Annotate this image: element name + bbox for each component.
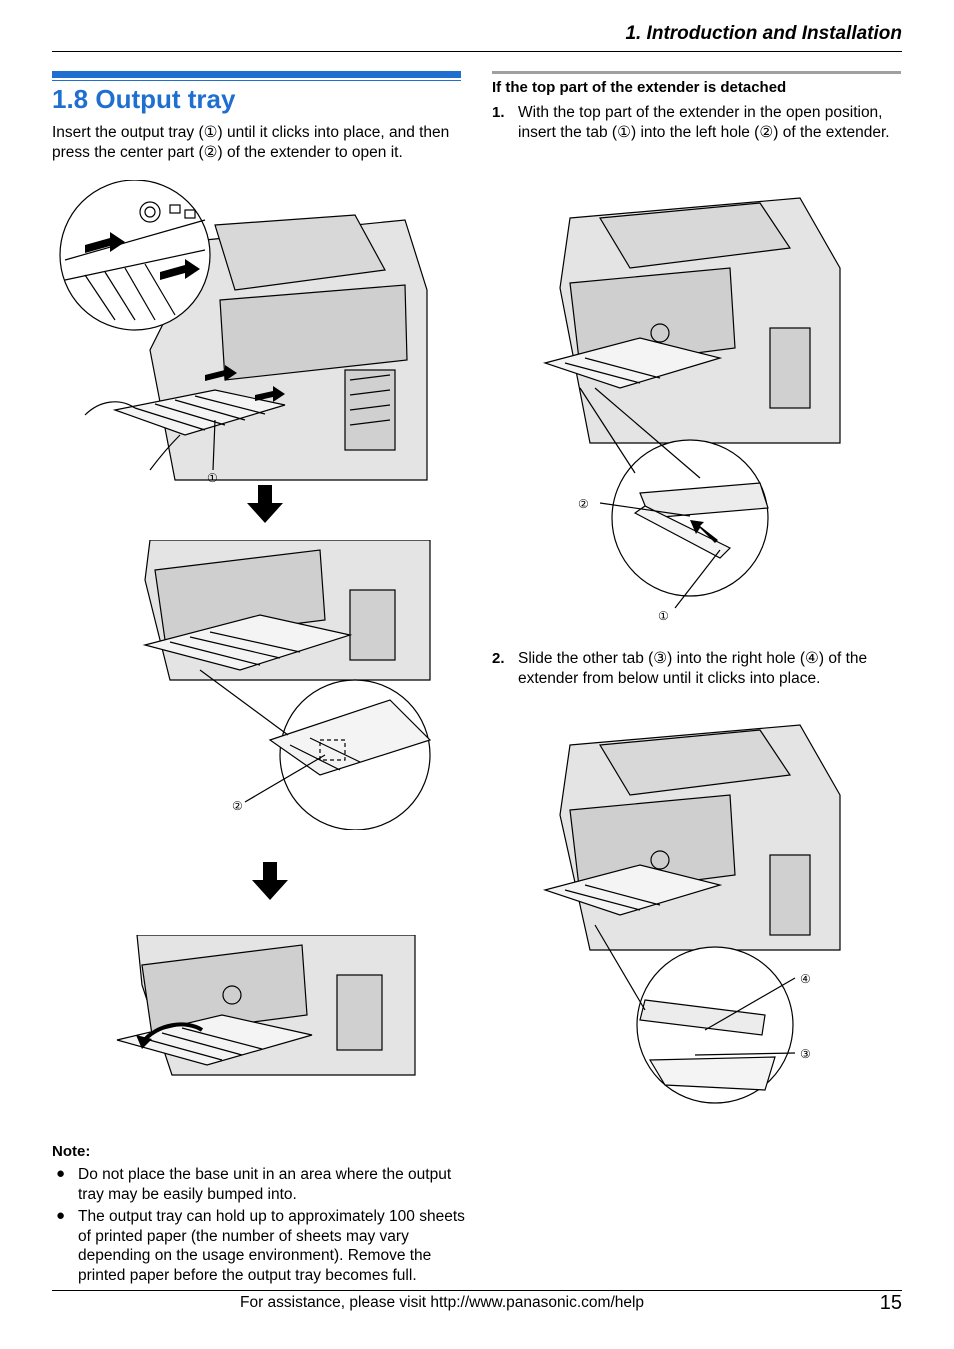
note-title: Note: <box>52 1143 91 1160</box>
fig1-callout-label: ① <box>207 471 218 485</box>
step-1-text: With the top part of the extender in the… <box>518 104 890 141</box>
page-number: 15 <box>879 1292 902 1314</box>
figure-step2: ④ ③ <box>542 724 841 1104</box>
fig4-callout-2: ② <box>578 497 589 511</box>
subsection-title: If the top part of the extender is detac… <box>492 79 787 96</box>
section-underline <box>52 80 461 81</box>
fig4-callout-1: ① <box>658 609 669 623</box>
figure-step1: ② ① <box>542 197 841 623</box>
section-intro: Insert the output tray (①) until it clic… <box>52 124 450 161</box>
step-2-text: Slide the other tab (③) into the right h… <box>518 650 868 687</box>
chapter-title: 1. Introduction and Installation <box>625 23 902 44</box>
footer-help-text: For assistance, please visit http://www.… <box>240 1294 645 1311</box>
down-arrow-icon <box>247 485 283 523</box>
section-bar <box>52 71 461 78</box>
step-2-number: 2. <box>492 650 505 667</box>
down-arrow-icon <box>252 862 288 900</box>
header-rule <box>52 51 902 52</box>
figure-insert-tray: ① <box>59 180 428 485</box>
subsection-rule <box>492 71 901 74</box>
footer-rule <box>52 1290 902 1291</box>
figure-tray-extended <box>116 935 416 1076</box>
fig5-callout-3: ③ <box>800 1047 811 1061</box>
note-item-2: The output tray can hold up to approxima… <box>78 1208 465 1284</box>
fig2-callout-label: ② <box>232 799 243 813</box>
note-item-1: Do not place the base unit in an area wh… <box>78 1166 452 1203</box>
section-title: 1.8 Output tray <box>52 84 236 114</box>
bullet-icon: ● <box>56 1165 66 1182</box>
bullet-icon: ● <box>56 1207 66 1224</box>
figure-open-extender: ② <box>142 540 432 830</box>
fig5-callout-4: ④ <box>800 972 811 986</box>
step-1-number: 1. <box>492 104 505 121</box>
